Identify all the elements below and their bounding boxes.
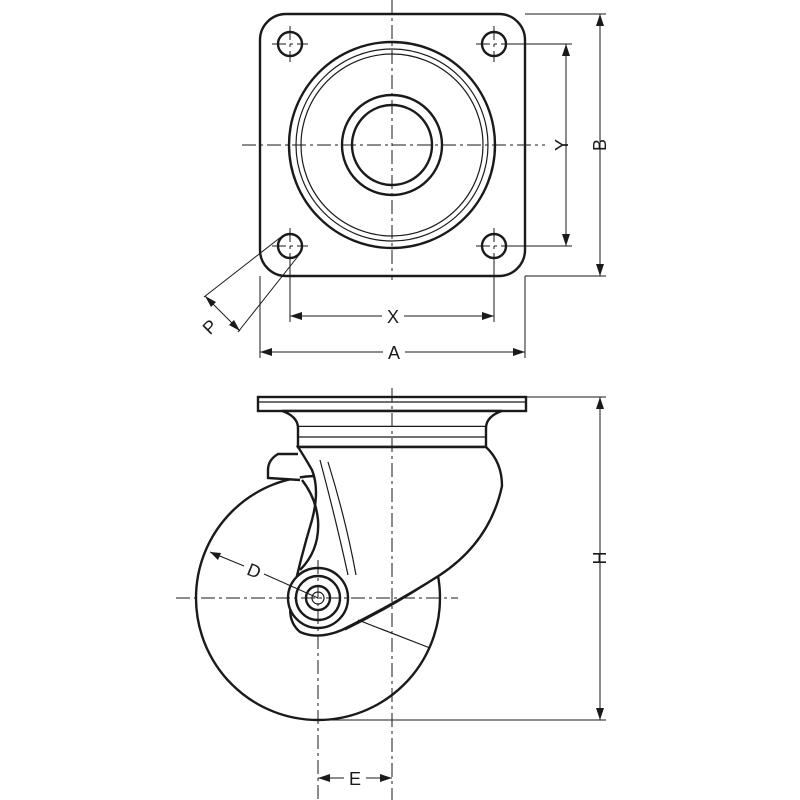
dimension-h: H — [590, 397, 610, 720]
label-y: Y — [552, 139, 572, 151]
fork-lower-curve — [344, 574, 441, 631]
hole-center-marks — [272, 26, 512, 264]
label-h: H — [590, 552, 610, 565]
dimension-e: E — [318, 767, 392, 789]
side-view: H D E — [176, 388, 610, 800]
dimension-b: B — [590, 14, 610, 276]
fork-inner-edge-2 — [327, 461, 357, 576]
label-b: B — [590, 139, 610, 151]
fork-side-tab — [266, 452, 301, 482]
label-p: P — [199, 316, 222, 339]
dimension-a: A — [260, 341, 525, 363]
wheel-cutout-edge — [299, 479, 320, 571]
dimension-p: P — [199, 236, 300, 339]
label-x: X — [387, 307, 399, 327]
label-d: D — [244, 559, 264, 582]
top-view: B Y X A — [199, 0, 610, 363]
fork-inner-edge — [319, 459, 349, 576]
label-e: E — [349, 769, 361, 789]
wheel-arc-guide — [357, 619, 431, 649]
label-a: A — [388, 343, 400, 363]
dimension-y: Y — [552, 44, 572, 246]
dimension-x: X — [290, 305, 494, 327]
